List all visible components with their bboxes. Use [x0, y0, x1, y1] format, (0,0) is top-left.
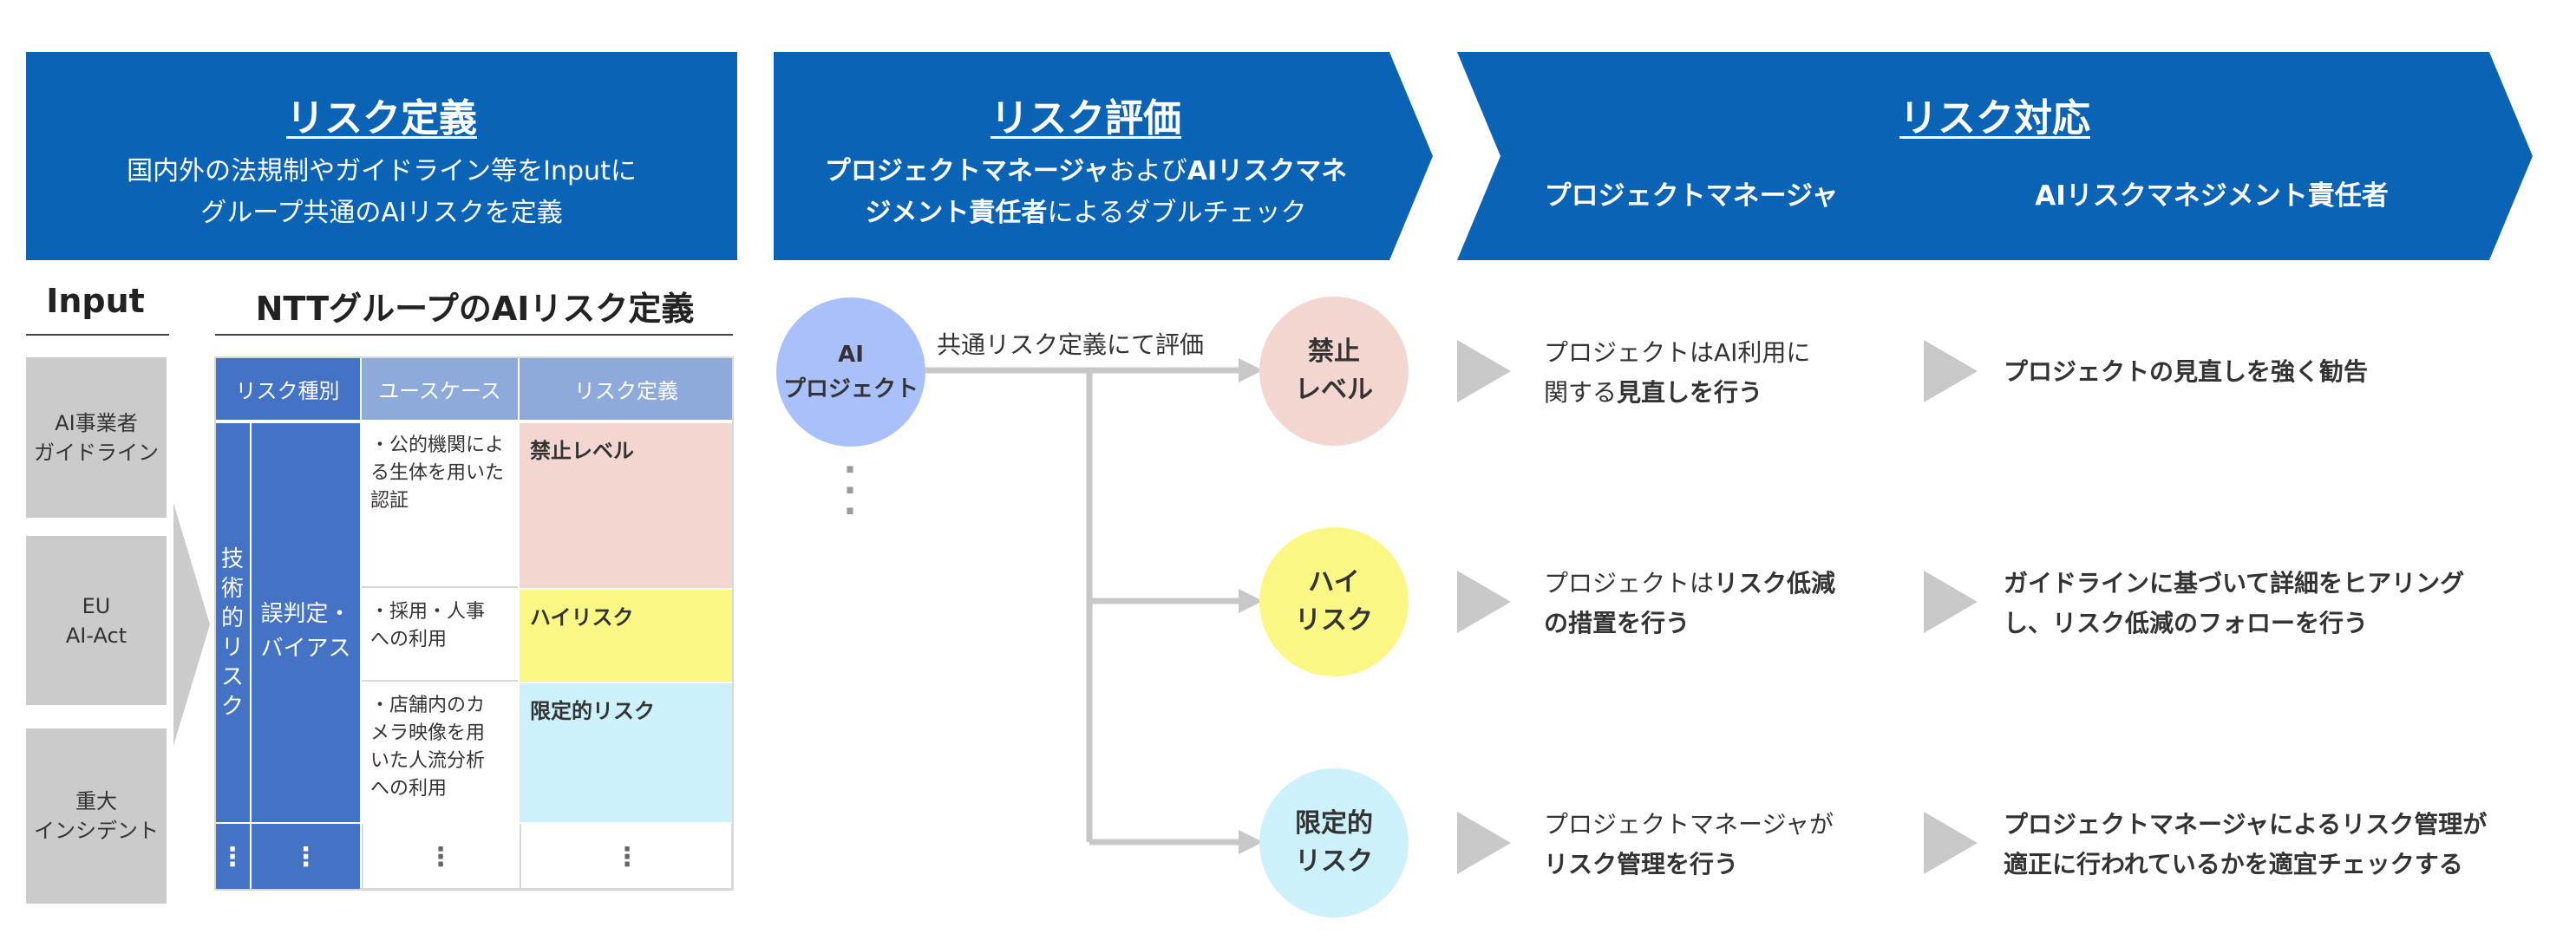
- input-title: Input: [46, 282, 145, 320]
- category-technical-risk: 技 術 的 リ ス ク: [215, 423, 250, 822]
- risk-definition-line1: 国内外の法規制やガイドライン等をInputに: [127, 156, 637, 186]
- ai-response-3: プロジェクトマネージャによるリスク管理が 適正に行われているかを適宜チェックする: [2004, 810, 2488, 878]
- ntt-table-title: NTTグループのAIリスク定義: [255, 290, 695, 328]
- pm-response-1: プロジェクトはAI利用に 関する見直しを行う: [1544, 338, 1811, 407]
- level-high-risk: ハイ リスク: [1259, 527, 1409, 676]
- table-header-usecase: ユースケース: [362, 357, 518, 420]
- usecase-row-2: ・採用・人事 への利用: [362, 590, 518, 682]
- pm-arrow-icon-3: [1457, 812, 1511, 874]
- input-arrow-icon: [173, 503, 210, 746]
- risk-response-title: リスク対応: [1899, 96, 2090, 140]
- risk-evaluation-header: リスク評価 プロジェクトマネージャおよびAIリスクマネ ジメント責任者によるダブ…: [774, 52, 1433, 260]
- ai-response-1: プロジェクトの見直しを強く勧告: [2004, 357, 2369, 386]
- usecase-row-1: ・公的機関によ る生体を用いた 認証: [362, 423, 518, 588]
- response-col2-label: AIリスクマネジメント責任者: [2035, 180, 2389, 212]
- ai-arrow-icon-3: [1924, 812, 1978, 874]
- ai-project-ellipsis: ···: [843, 450, 857, 532]
- evaluation-arrow-shape: [774, 52, 1433, 260]
- ntt-table-underline: [215, 334, 733, 336]
- response-col1-label: プロジェクトマネージャ: [1544, 180, 1839, 212]
- risk-definition-title: リスク定義: [286, 96, 477, 140]
- ellipsis-cell-subcategory: ⋮: [252, 824, 360, 890]
- definition-prohibited: 禁止レベル: [520, 423, 733, 588]
- flow-label: 共通リスク定義にて評価: [937, 330, 1205, 359]
- ellipsis-cell-category: ⋮: [215, 824, 250, 890]
- input-underline: [26, 334, 169, 336]
- subcategory-misjudgment-bias: 誤判定・ バイアス: [252, 423, 360, 822]
- ellipsis-cell-usecase: ⋮: [362, 824, 518, 890]
- level-prohibited: 禁止 レベル: [1259, 297, 1409, 446]
- pm-arrow-icon-2: [1457, 571, 1511, 633]
- ai-arrow-icon-1: [1924, 340, 1978, 402]
- risk-response-header: リスク対応 プロジェクトマネージャ AIリスクマネジメント責任者: [1457, 52, 2533, 260]
- pm-response-2: プロジェクトはリスク低減 の措置を行う: [1544, 569, 1836, 637]
- response-arrow-shape: [1457, 52, 2533, 260]
- pm-arrow-icon-1: [1457, 340, 1511, 402]
- risk-evaluation-line1: プロジェクトマネージャおよびAIリスクマネ: [824, 156, 1348, 186]
- definition-high-risk: ハイリスク: [520, 590, 733, 682]
- input-item-incident: 重大インシデント: [26, 728, 167, 904]
- ai-project-node: AI プロジェクト: [776, 297, 925, 447]
- risk-definition-header: リスク定義 国内外の法規制やガイドライン等をInputに グループ共通のAIリス…: [26, 52, 737, 260]
- usecase-row-3: ・店舗内のカ メラ映像を用 いた人流分析 への利用: [370, 695, 486, 800]
- risk-evaluation-line2: ジメント責任者によるダブルチェック: [865, 198, 1307, 228]
- level-limited-risk: 限定的 リスク: [1259, 768, 1409, 918]
- ai-arrow-icon-2: [1924, 571, 1978, 633]
- pm-response-3: プロジェクトマネージャが リスク管理を行う: [1544, 810, 1834, 878]
- ai-response-2: ガイドラインに基づいて詳細をヒアリング し、リスク低減のフォローを行う: [2004, 569, 2465, 637]
- table-header-risk-type: リスク種別: [215, 357, 360, 420]
- flow-connectors: [925, 358, 1263, 854]
- risk-evaluation-title: リスク評価: [991, 96, 1181, 140]
- table-header-definition: リスク定義: [520, 357, 733, 420]
- input-item-guideline: AI事業者ガイドライン: [26, 357, 167, 518]
- definition-limited-risk: 限定的リスク: [520, 683, 733, 822]
- ellipsis-cell-definition: ⋮: [520, 824, 733, 890]
- risk-definition-line2: グループ共通のAIリスクを定義: [200, 198, 563, 228]
